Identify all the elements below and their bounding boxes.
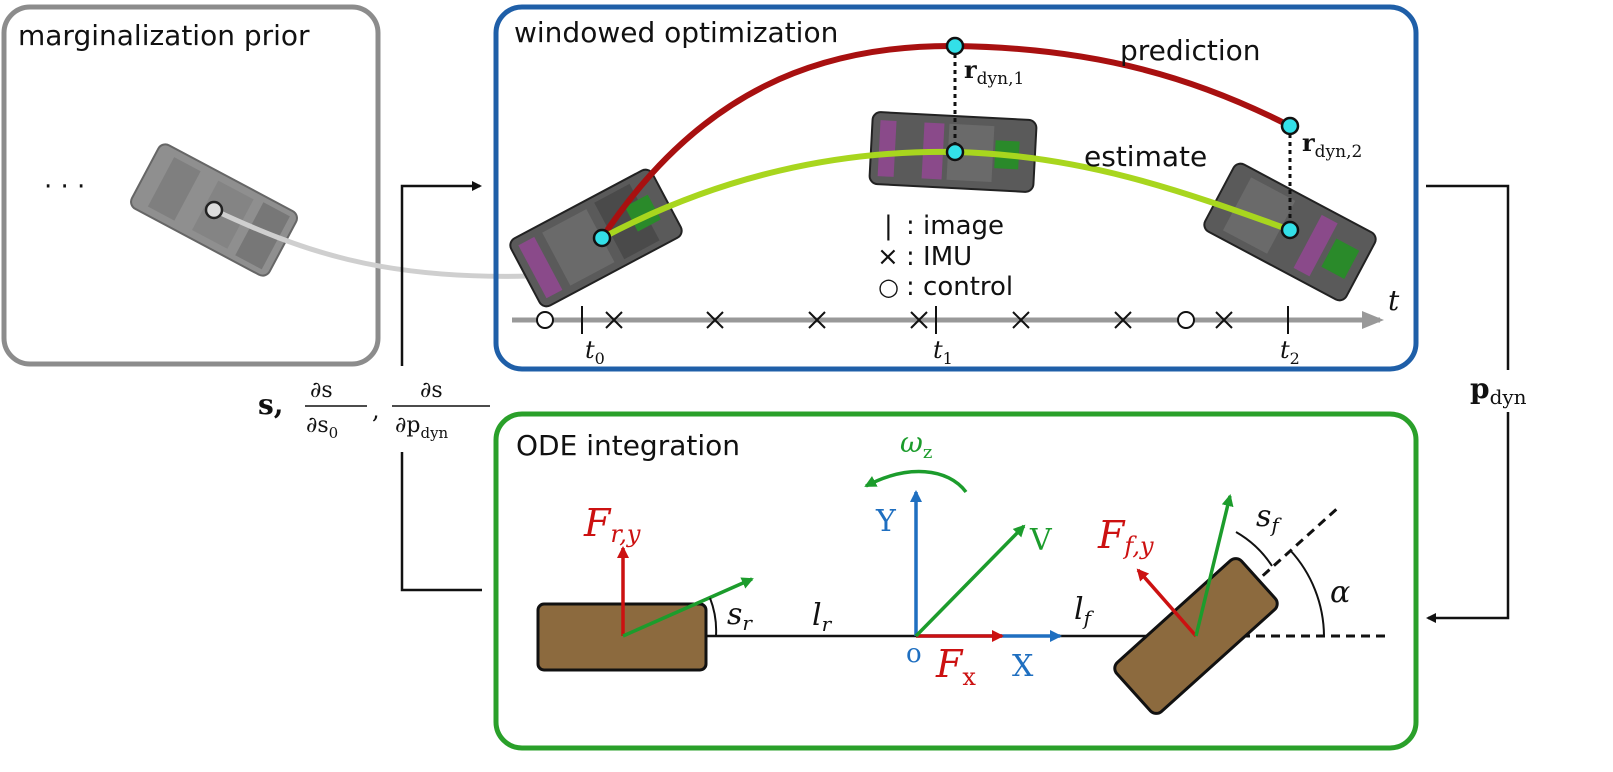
- front-lateral-force-label: Ff,y: [1097, 513, 1154, 560]
- front-lateral-force-arrow: [1136, 568, 1198, 638]
- time-axis-label: t: [1388, 284, 1400, 317]
- imu-mark: [808, 311, 826, 329]
- p-dyn-label: pdyn: [1470, 372, 1527, 409]
- body-velocity-arrow: [914, 524, 1026, 638]
- ode-title: ODE integration: [516, 429, 740, 462]
- node-estimate-t1: [945, 142, 965, 162]
- node-estimate-t2: [1280, 220, 1300, 240]
- rear-velocity-arrow: [622, 577, 754, 638]
- tick-label-t1: t1: [933, 336, 953, 368]
- ds-ds0-denominator: ∂s0: [306, 413, 338, 442]
- ds-dp-denominator: ∂pdyn: [395, 413, 449, 442]
- ds-ds0-numerator: ∂s: [310, 378, 333, 403]
- ds-dp-numerator: ∂s: [420, 378, 443, 403]
- state-label: s,: [258, 388, 284, 421]
- rear-length-label: lr: [812, 598, 833, 636]
- steering-angle-label: α: [1330, 575, 1350, 610]
- imu-mark: [1012, 311, 1030, 329]
- velocity-label: V: [1029, 523, 1053, 558]
- front-slip-label: sf: [1256, 499, 1282, 537]
- y-axis-label: Y: [875, 504, 897, 539]
- node-prediction-t1: [945, 36, 965, 56]
- ode-panel: ODE integration: [493, 411, 1419, 751]
- origin-label: o: [906, 639, 922, 669]
- imu-mark: [605, 311, 623, 329]
- imu-mark: [706, 311, 724, 329]
- x-axis-label: X: [1012, 649, 1034, 684]
- windowed-panel: windowed optimization: [493, 4, 1419, 372]
- imu-mark: [910, 311, 928, 329]
- prior-node: [204, 200, 224, 220]
- imu-mark: [1215, 311, 1233, 329]
- fx-force-label: Fx: [935, 642, 976, 691]
- front-length-label: lf: [1074, 592, 1095, 630]
- control-mark: [536, 311, 554, 329]
- marginalization-panel: marginalization prior · · ·: [1, 4, 381, 367]
- rear-lateral-force-label: Fr,y: [583, 501, 641, 548]
- timeline: t t0 t1 t2: [512, 284, 1400, 368]
- legend-image-symbol: |: [884, 211, 893, 241]
- node-prediction-t2: [1280, 116, 1300, 136]
- rear-slip-label: sr: [727, 597, 753, 635]
- state-derivative-label: s, ∂s ∂s0 , ∂s ∂pdyn: [258, 378, 490, 442]
- tick-label-t2: t2: [1280, 336, 1300, 368]
- feedback-arrow-right: [1426, 184, 1510, 618]
- control-mark: [1177, 311, 1195, 329]
- imu-mark: [1114, 311, 1132, 329]
- rear-slip-arc: [709, 597, 718, 637]
- derivative-comma: ,: [372, 396, 380, 424]
- feedback-arrow-left: [400, 186, 482, 592]
- windowed-title: windowed optimization: [514, 16, 838, 49]
- ellipsis: · · ·: [44, 172, 85, 202]
- residual-label-1: rdyn,1: [964, 55, 1024, 89]
- estimate-label: estimate: [1084, 140, 1207, 173]
- yaw-rate-label: ωz: [900, 426, 932, 463]
- front-velocity-arrow: [1194, 494, 1234, 637]
- residual-label-2: rdyn,2: [1302, 128, 1362, 162]
- legend-control-symbol: ○: [878, 273, 899, 301]
- steering-angle-arc: [1289, 549, 1325, 637]
- legend-imu-symbol: ×: [877, 242, 899, 272]
- legend-image-label: : image: [906, 211, 1004, 241]
- legend-imu-label: : IMU: [906, 242, 972, 272]
- timeline-legend: | : image × : IMU ○ : control: [877, 211, 1013, 302]
- node-t0: [592, 228, 612, 248]
- prediction-label: prediction: [1120, 34, 1260, 67]
- tick-label-t0: t0: [585, 336, 605, 368]
- front-slip-arc: [1235, 531, 1273, 567]
- marginalization-title: marginalization prior: [18, 19, 310, 52]
- legend-control-label: : control: [906, 272, 1013, 302]
- prior-link: [212, 207, 531, 279]
- yaw-rate-arc: [864, 469, 968, 494]
